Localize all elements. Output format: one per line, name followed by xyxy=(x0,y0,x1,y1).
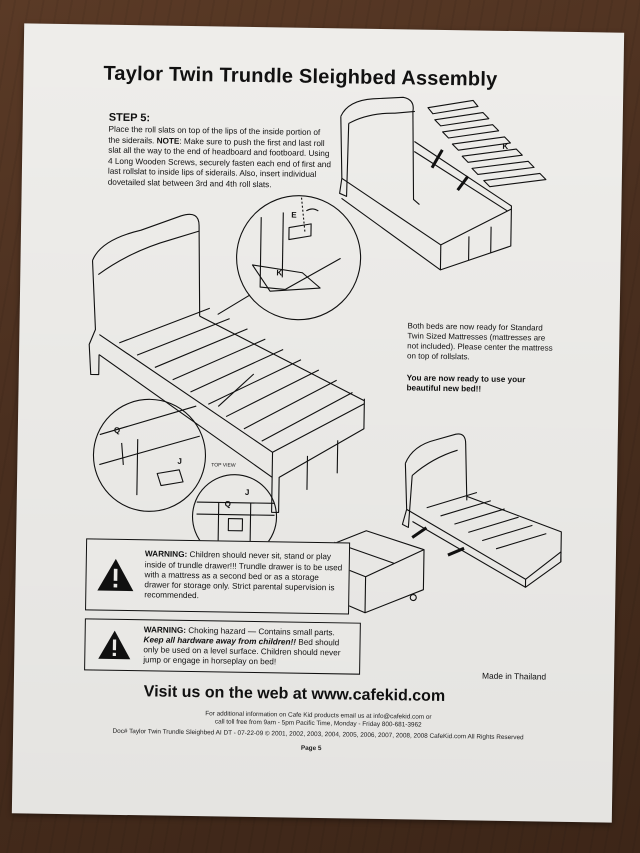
warning-box-trundle: WARNING: Children should never sit, stan… xyxy=(85,538,351,615)
main-bed-illustration xyxy=(88,213,365,513)
ready-to-use-note: You are now ready to use your beautiful … xyxy=(406,373,526,394)
label-e: E xyxy=(291,211,297,220)
label-k-detail: K xyxy=(276,268,282,277)
detail-circle-q-j xyxy=(92,373,255,512)
label-j-topview: J xyxy=(245,488,250,497)
arrow-drawer-left xyxy=(411,526,428,539)
made-in-label: Made in Thailand xyxy=(481,670,547,682)
label-j-left: J xyxy=(177,457,182,466)
arrow-left xyxy=(430,149,444,169)
warning-text-trundle: WARNING: Children should never sit, stan… xyxy=(144,550,349,604)
top-bed-illustration xyxy=(339,96,512,271)
warning-triangle-icon xyxy=(85,628,143,661)
warning-label: WARNING: xyxy=(144,549,188,560)
warning-box-choking: WARNING: Choking hazard — Contains small… xyxy=(84,618,361,675)
label-q-left: Q xyxy=(114,426,120,435)
label-q-topview: Q xyxy=(225,500,231,509)
warning-label: WARNING: xyxy=(143,624,187,635)
warning-text-choking: WARNING: Choking hazard — Contains small… xyxy=(143,625,360,669)
label-top-view: TOP VIEW xyxy=(211,462,236,468)
arrow-drawer-right xyxy=(447,546,465,557)
instruction-sheet: Taylor Twin Trundle Sleighbed Assembly S… xyxy=(11,23,625,823)
warning-triangle-icon xyxy=(86,556,145,593)
detail-circle-e-k xyxy=(217,195,362,321)
label-k-top: K xyxy=(502,142,508,151)
trundle-bed-illustration xyxy=(401,433,562,588)
arrow-right xyxy=(456,175,470,192)
page-number: Page 5 xyxy=(300,744,322,753)
mattress-ready-note: Both beds are now ready for Standard Twi… xyxy=(406,321,553,362)
slats-k-illustration xyxy=(427,99,547,188)
assembly-illustrations: K E K Q J TOP VIEW J Q xyxy=(88,96,562,614)
